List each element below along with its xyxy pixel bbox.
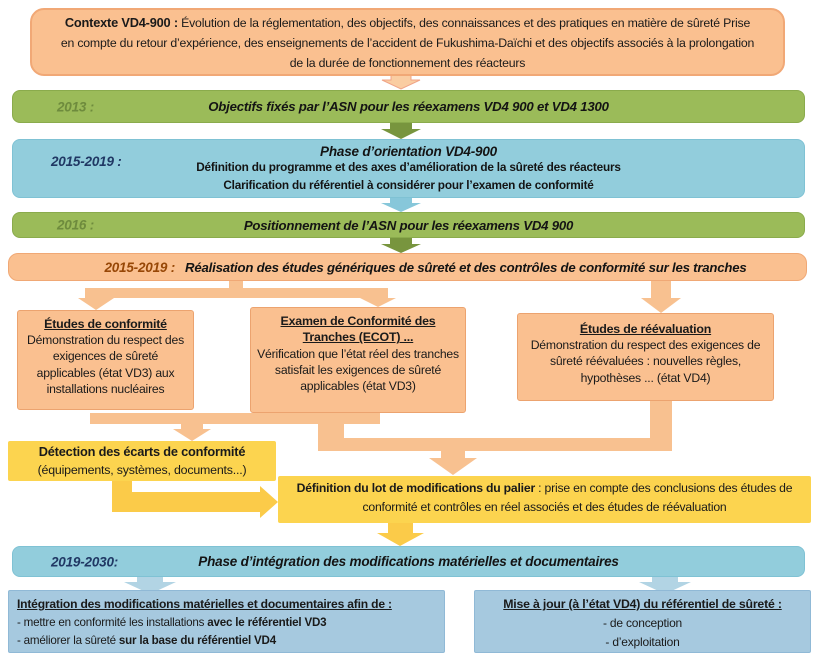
down-arrow-blue-left — [124, 576, 176, 594]
study-box-etudes-conformite-title: Études de conformité — [44, 317, 167, 331]
maj-box-title: Mise à jour (à l’état VD4) du référentie… — [503, 597, 782, 611]
year-label-2015-2019-realisation: 2015-2019 : — [104, 259, 176, 275]
year-label-2016: 2016 : — [57, 217, 95, 233]
integration-item-2: - améliorer la sûreté sur la base du réf… — [17, 632, 436, 650]
integration-box-title: Intégration des modifications matérielle… — [17, 597, 392, 611]
study-box-ecot: Examen de Conformité des Tranches (ECOT)… — [250, 307, 466, 413]
down-arrow-green-1 — [381, 123, 421, 139]
integration-item-1: - mettre en conformité les installations… — [17, 614, 436, 632]
detection-box-title: Détection des écarts de conformité — [38, 444, 246, 459]
elbow-arrow-detection-to-definition — [112, 480, 278, 518]
maj-item-2: - d’exploitation — [605, 634, 680, 649]
down-arrow-context — [381, 74, 421, 90]
integration-box: Intégration des modifications matérielle… — [8, 590, 445, 653]
study-box-reevaluation-body: Démonstration du respect des exigences d… — [530, 338, 761, 385]
year-label-2019-2030: 2019-2030: — [51, 554, 119, 569]
connector-tree-bottom — [90, 399, 672, 475]
orientation-line-3: Clarification du référentiel à considére… — [223, 177, 594, 192]
orientation-title: Phase d’orientation VD4-900 — [320, 144, 497, 159]
maj-box: Mise à jour (à l’état VD4) du référentie… — [474, 590, 811, 653]
bar-2016-positionnement: 2016 : Positionnement de l’ASN pour les … — [12, 212, 805, 238]
bar-2015-2019-orientation: 2015-2019 : Phase d’orientation VD4-900 … — [12, 139, 805, 198]
bar-2019-2030-integration: 2019-2030: Phase d’intégration des modif… — [12, 546, 805, 577]
study-box-etudes-conformite-body: Démonstration du respect des exigences d… — [27, 333, 184, 396]
bar-2016-text: Positionnement de l’ASN pour les réexame… — [243, 217, 574, 233]
study-box-etudes-conformite: Études de conformité Démonstration du re… — [17, 310, 194, 410]
context-line1: Évolution de la réglementation, des obje… — [177, 16, 720, 30]
integration-item-2-bold: sur la base du référentiel VD4 — [118, 633, 276, 647]
context-lead: Contexte VD4-900 : — [64, 15, 178, 30]
bar-2015-2019-realisation: 2015-2019 : Réalisation des études génér… — [8, 253, 807, 281]
down-arrow-green-2 — [381, 238, 421, 253]
bar-2013-text: Objectifs fixés par l’ASN pour les réexa… — [208, 99, 609, 114]
bar-2013-objectifs: 2013 : Objectifs fixés par l’ASN pour le… — [12, 90, 805, 123]
realisation-text: Réalisation des études génériques de sûr… — [185, 259, 747, 275]
study-box-reevaluation-title: Études de réévaluation — [579, 322, 712, 336]
down-arrow-blue-1 — [381, 198, 421, 212]
context-box: Contexte VD4-900 : Évolution de la régle… — [30, 8, 785, 76]
connector-tree-top — [78, 281, 681, 313]
orientation-line-2: Définition du programme et des axes d’am… — [196, 160, 621, 174]
detection-box-subtitle: (équipements, systèmes, documents...) — [37, 462, 247, 477]
definition-box-lead: Définition du lot de modifications du pa… — [296, 481, 536, 495]
integration-item-1-bold: avec le référentiel VD3 — [207, 615, 327, 629]
year-label-2015-2019-orientation: 2015-2019 : — [51, 154, 122, 169]
year-label-2013: 2013 : — [57, 99, 95, 114]
integration-phase-text: Phase d’intégration des modifications ma… — [198, 554, 619, 569]
study-box-reevaluation: Études de réévaluation Démonstration du … — [517, 313, 774, 401]
study-box-ecot-title: Examen de Conformité des Tranches (ECOT)… — [280, 314, 436, 345]
definition-box: Définition du lot de modifications du pa… — [278, 476, 811, 523]
integration-item-1-text: - mettre en conformité les installations — [17, 615, 208, 629]
down-arrow-yellow — [377, 522, 424, 546]
down-arrow-blue-right — [639, 576, 691, 594]
study-box-ecot-body: Vérification que l’état réel des tranche… — [257, 346, 459, 393]
context-line2: Prise en compte du retour d’expérience, … — [60, 16, 755, 70]
definition-box-rest: : prise en compte des conclusions des ét… — [362, 481, 793, 514]
maj-item-1: - de conception — [602, 616, 683, 631]
integration-item-2-text: - améliorer la sûreté — [17, 633, 119, 647]
detection-box: Détection des écarts de conformité (équi… — [8, 441, 276, 481]
